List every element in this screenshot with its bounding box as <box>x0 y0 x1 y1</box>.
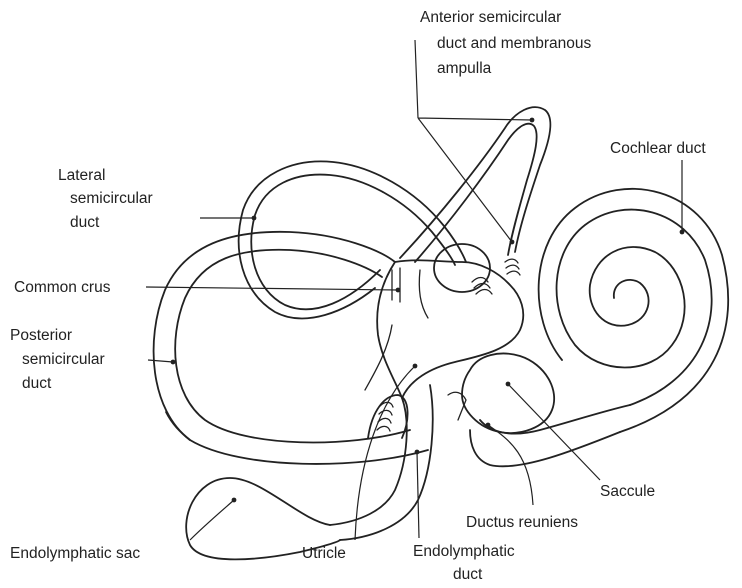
utricle-fold-2 <box>419 270 428 318</box>
leader-anterior-dot-2 <box>510 240 515 245</box>
leader-utricle-dot <box>413 364 418 369</box>
cochlear-duct-spiral <box>557 210 712 405</box>
label-saccule: Saccule <box>600 483 655 500</box>
leader-lateral-dot <box>252 216 257 221</box>
label-lateral-line-3: duct <box>70 214 100 231</box>
label-lateral-line-2: semicircular <box>70 190 153 207</box>
cochlear-duct-outer-turn <box>539 189 729 432</box>
label-cochlear-duct: Cochlear duct <box>610 140 706 157</box>
label-endolymphatic-duct-line-2: duct <box>453 566 483 583</box>
label-lateral-line-1: Lateral <box>58 167 105 184</box>
leader-common-crus-dot <box>396 288 401 293</box>
label-anterior-line-2: duct and membranous <box>437 35 591 52</box>
anterior-duct-inner <box>415 124 537 262</box>
label-posterior-line-2: semicircular <box>22 351 105 368</box>
leader-endolymphatic-duct <box>417 452 419 538</box>
leader-saccule-dot <box>506 382 511 387</box>
leader-endolymphatic-sac-dot <box>232 498 237 503</box>
label-utricle: Utricle <box>302 545 346 562</box>
label-anterior-line-1: Anterior semicircular <box>420 9 561 26</box>
leaders <box>146 40 684 540</box>
label-anterior-line-3: ampulla <box>437 60 492 77</box>
leader-posterior <box>148 360 173 362</box>
leader-endolymphatic-duct-dot <box>415 450 420 455</box>
label-ductus-reuniens: Ductus reuniens <box>466 514 578 531</box>
leader-cochlear-dot <box>680 230 685 235</box>
leader-endolymphatic-sac <box>190 500 234 540</box>
label-endolymphatic-sac: Endolymphatic sac <box>10 545 140 562</box>
posterior-duct-outer <box>154 232 428 464</box>
label-common-crus: Common crus <box>14 279 111 296</box>
ductus-reuniens <box>480 405 630 434</box>
label-endolymphatic-duct-line-1: Endolymphatic <box>413 543 515 560</box>
ampulla-lateral <box>434 244 490 292</box>
saccule-body <box>462 354 554 433</box>
leader-anterior-dot-1 <box>530 118 535 123</box>
leader-posterior-dot <box>171 360 176 365</box>
utricle-body <box>377 260 523 398</box>
ampulla-crista-2 <box>505 259 520 275</box>
saccule-stalk <box>448 392 466 420</box>
anterior-duct-outer <box>400 107 550 258</box>
leader-ductus-reuniens-dot <box>486 423 491 428</box>
label-posterior-line-1: Posterior <box>10 327 72 344</box>
ductus-reuniens-2 <box>470 430 620 466</box>
lateral-duct-inner <box>239 161 466 318</box>
label-posterior-line-3: duct <box>22 375 52 392</box>
common-crus-lines <box>392 268 400 302</box>
